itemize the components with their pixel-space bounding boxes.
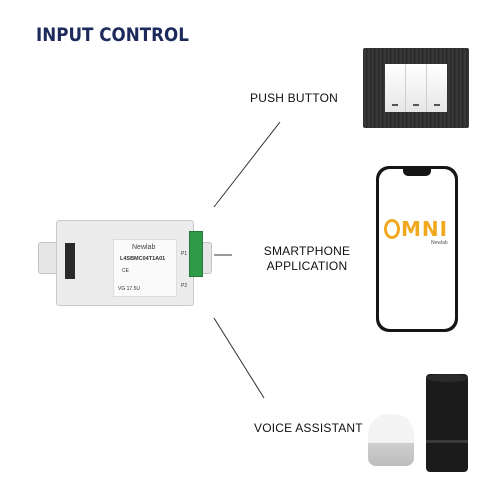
phone-screen: MNI Newlab bbox=[379, 169, 455, 329]
switch-rocker bbox=[427, 64, 447, 112]
module-p1: P1 bbox=[181, 251, 188, 257]
module-body: Newlab L4SBMC04T1A01 CE VG 17.5U P1 P2 bbox=[56, 220, 203, 306]
voice-assistant-label: VOICE ASSISTANT bbox=[254, 421, 363, 435]
module-rating: VG 17.5U bbox=[118, 286, 140, 292]
omni-logo-brand: Newlab bbox=[431, 240, 448, 246]
push-button-switch-image bbox=[363, 48, 469, 128]
module-label-panel: Newlab L4SBMC04T1A01 CE VG 17.5U bbox=[113, 239, 177, 297]
module-black-terminal bbox=[65, 243, 75, 279]
switch-rocker bbox=[406, 64, 427, 112]
connector-line-voice bbox=[213, 317, 265, 399]
module-ce: CE bbox=[122, 268, 129, 274]
smartphone-label: SMARTPHONE APPLICATION bbox=[240, 244, 374, 274]
omni-logo-text: MNI bbox=[401, 217, 449, 241]
switch-rockers bbox=[385, 64, 447, 112]
module-p2: P2 bbox=[181, 283, 188, 289]
smart-speaker-black-image bbox=[426, 374, 468, 472]
omni-logo-o-icon bbox=[384, 219, 400, 239]
phone-notch bbox=[403, 169, 431, 176]
smart-speaker-white-image bbox=[368, 414, 414, 466]
relay-module-image: Newlab L4SBMC04T1A01 CE VG 17.5U P1 P2 bbox=[36, 208, 212, 308]
speaker-top bbox=[426, 374, 468, 382]
module-model: L4SBMC04T1A01 bbox=[120, 256, 166, 262]
module-green-terminal bbox=[189, 231, 203, 277]
connector-line-push bbox=[213, 121, 281, 208]
smartphone-label-text: SMARTPHONE APPLICATION bbox=[263, 244, 351, 273]
page-title: INPUT CONTROL bbox=[36, 24, 189, 46]
smartphone-image: MNI Newlab bbox=[376, 166, 458, 332]
speaker-band bbox=[426, 440, 468, 443]
switch-rocker bbox=[385, 64, 406, 112]
omni-logo: MNI bbox=[384, 217, 448, 241]
push-button-label: PUSH BUTTON bbox=[250, 91, 338, 105]
module-brand: Newlab bbox=[132, 244, 156, 251]
